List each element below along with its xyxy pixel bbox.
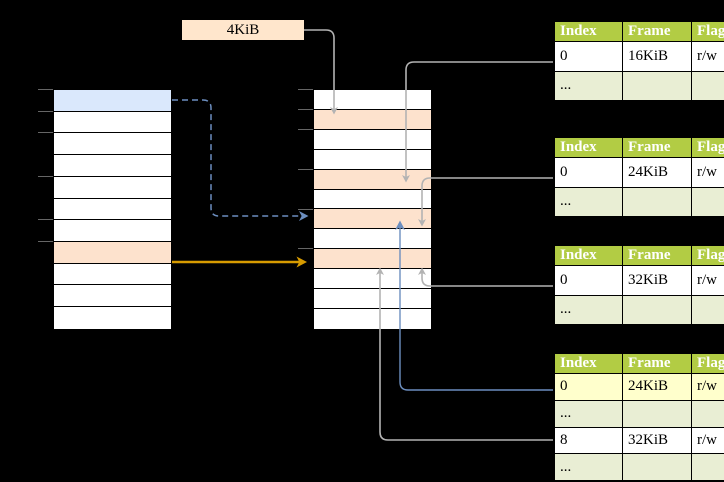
page-table-4: IndexFrameFlags024KiBr/w...832KiBr/w... [553,352,724,482]
physical-frame-row [314,189,431,210]
virtual-page-row [54,176,171,199]
page-table-1-cell: 0 [554,41,623,72]
physical-frame-row [314,90,431,110]
virtual-page-row [54,198,171,221]
page-table-1-header-frame: Frame [622,21,692,42]
physical-frame-row [314,129,431,150]
page-table-3-cell [691,294,724,325]
page-table-4-row: ... [554,453,724,481]
page-table-4-cell: r/w [691,426,724,455]
page-size-label: 4KiB [182,20,304,40]
physical-frame-row [314,209,431,230]
page-table-4-cell: 24KiB [622,373,692,401]
page-table-2-row: ... [554,186,724,217]
page-table-4-row: ... [554,399,724,428]
page-table-1-cell: r/w [691,41,724,72]
page-table-2: IndexFrameFlags024KiBr/w... [553,136,724,218]
page-table-4-header-frame: Frame [622,353,692,374]
physical-frame-row [314,289,431,309]
page-table-4-cell: 0 [554,373,623,401]
physical-frame-row [314,249,431,270]
page-table-3-row: ... [554,294,724,325]
page-table-4-cell [691,453,724,481]
page-table-4-cell [691,399,724,428]
page-table-1-row: ... [554,70,724,101]
row-tick-mark [38,89,53,90]
virtual-page-row [54,133,171,156]
page-table-1-cell [691,70,724,101]
page-table-4-cell: ... [554,453,623,481]
physical-memory-column [313,89,432,330]
page-table-1: IndexFrameFlags016KiBr/w... [553,20,724,102]
page-table-2-cell [691,186,724,217]
virtual-page-row [54,90,171,112]
row-tick-mark [38,219,53,221]
page-table-2-cell [622,186,692,217]
page-table-4-cell [622,453,692,481]
page-table-4-cell: r/w [691,373,724,401]
physical-frame-row [314,109,431,130]
page-table-2-cell: r/w [691,157,724,188]
virtual-page-row [54,220,171,243]
page-table-2-cell: ... [554,186,623,217]
page-table-4-cell [622,399,692,428]
row-tick-mark [298,168,313,170]
row-tick-mark [298,128,313,130]
page-table-3: IndexFrameFlags032KiBr/w... [553,244,724,326]
physical-frame-row [314,269,431,290]
row-tick-mark [298,248,313,250]
page-table-4-cell: 32KiB [622,426,692,455]
page-table-1-cell: ... [554,70,623,101]
virtual-page-row [54,263,171,286]
page-table-1-header-index: Index [554,21,623,42]
physical-frame-row [314,169,431,190]
virtual-page-row [54,285,171,308]
page-table-4-cell: 8 [554,426,623,455]
physical-frame-row [314,308,431,329]
page-table-4-cell: ... [554,399,623,428]
virtual-page-row [54,307,171,329]
page-table-1-cell [622,70,692,101]
page-table-4-header-flags: Flags [691,353,724,374]
connector-virtual-page-to-frame-dashed [172,99,309,221]
page-table-2-header-index: Index [554,137,623,158]
page-table-2-header-flags: Flags [691,137,724,158]
row-tick-mark [38,175,53,177]
virtual-page-row [54,111,171,134]
row-tick-mark [38,110,53,112]
page-table-3-cell: ... [554,294,623,325]
page-table-3-header-index: Index [554,245,623,266]
row-tick-mark [298,208,313,210]
page-table-3-header-flags: Flags [691,245,724,266]
connector-pt3-to-frame32k [418,267,553,287]
physical-frame-row [314,229,431,250]
page-table-2-cell: 24KiB [622,157,692,188]
row-tick-mark [298,108,313,110]
page-table-3-header-frame: Frame [622,245,692,266]
page-table-3-cell: 0 [554,265,623,296]
page-table-1-cell: 16KiB [622,41,692,72]
page-table-1-header-flags: Flags [691,21,724,42]
row-tick-mark [38,241,53,243]
page-table-3-cell: r/w [691,265,724,296]
virtual-address-space-column [53,89,172,330]
page-table-2-cell: 0 [554,157,623,188]
page-table-2-header-frame: Frame [622,137,692,158]
physical-frame-row [314,149,431,170]
page-table-3-cell: 32KiB [622,265,692,296]
row-tick-mark [38,132,53,134]
connector-pt2-to-frame24k [418,177,553,227]
page-table-3-cell [622,294,692,325]
virtual-page-row [54,242,171,264]
row-tick-mark [298,89,313,90]
virtual-page-row [54,155,171,177]
page-table-4-header-index: Index [554,353,623,374]
